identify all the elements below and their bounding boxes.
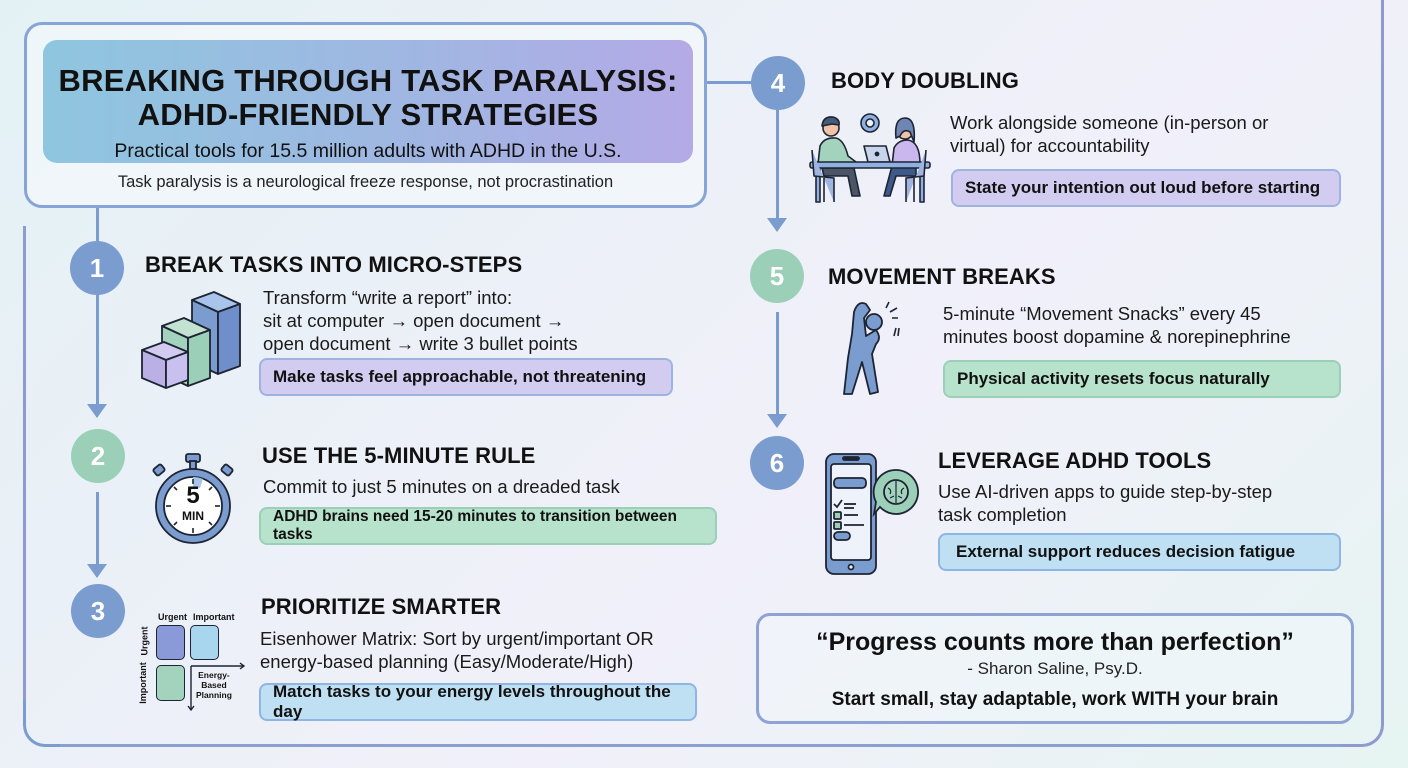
stopwatch-icon: 5 MIN	[148, 452, 238, 544]
stopwatch-unit: MIN	[182, 509, 204, 523]
desc-line: Eisenhower Matrix: Sort by urgent/import…	[260, 628, 654, 649]
coworking-people-icon	[809, 113, 931, 203]
quote-card: “Progress counts more than perfection” -…	[756, 613, 1354, 724]
desc-line: Use AI-driven apps to guide step-by-step	[938, 481, 1273, 502]
connector-2-to-3	[96, 492, 99, 566]
header-card: BREAKING THROUGH TASK PARALYSIS: ADHD-FR…	[24, 22, 707, 208]
stacked-blocks-icon	[141, 291, 241, 389]
step-6-tip: External support reduces decision fatigu…	[938, 533, 1341, 571]
axis-line: Planning	[196, 690, 232, 700]
step-2-tip: ADHD brains need 15-20 minutes to transi…	[259, 507, 717, 545]
quote-text: “Progress counts more than perfection”	[816, 628, 1294, 656]
header-banner: BREAKING THROUGH TASK PARALYSIS: ADHD-FR…	[43, 40, 693, 163]
step-3-badge: 3	[71, 584, 125, 638]
step-5-tip: Physical activity resets focus naturally	[943, 360, 1341, 398]
frame-bottom-left-corner	[23, 700, 63, 747]
arrow-down-icon	[87, 564, 107, 578]
step-6-title: LEVERAGE ADHD TOOLS	[938, 448, 1212, 473]
arrow-down-icon	[767, 218, 787, 232]
desc-line: Commit to just 5 minutes on a dreaded ta…	[263, 476, 620, 497]
page-title: BREAKING THROUGH TASK PARALYSIS: ADHD-FR…	[43, 64, 693, 132]
step-3-title: PRIORITIZE SMARTER	[261, 594, 502, 619]
matrix-cell	[156, 665, 185, 701]
step-1-tip: Make tasks feel approachable, not threat…	[259, 358, 673, 396]
desc-line: minutes boost dopamine & norepinephrine	[943, 326, 1291, 347]
step-6-badge: 6	[750, 436, 804, 490]
arrow-down-icon	[767, 414, 787, 428]
step-2-title: USE THE 5-MINUTE RULE	[262, 443, 536, 468]
desc-line: task completion	[938, 504, 1067, 525]
step-4-title: BODY DOUBLING	[831, 68, 1019, 93]
step-2-badge: 2	[71, 429, 125, 483]
desc-line: Work alongside someone (in-person or	[950, 112, 1269, 133]
step-5-badge: 5	[750, 249, 804, 303]
step-4-badge: 4	[751, 56, 805, 110]
step-4-tip: State your intention out loud before sta…	[951, 169, 1341, 207]
frame-left-line	[23, 226, 26, 726]
matrix-col-urgent: Urgent	[158, 612, 187, 622]
stretching-person-icon	[843, 301, 900, 395]
quote-author: - Sharon Saline, Psy.D.	[967, 659, 1143, 678]
arrow-down-icon	[87, 404, 107, 418]
frame-right-line	[1381, 0, 1384, 705]
desc-line: Transform “write a report” into:	[263, 287, 513, 308]
matrix-axis-label: Energy- Based Planning	[196, 670, 232, 700]
step-3-tip: Match tasks to your energy levels throug…	[259, 682, 697, 721]
matrix-col-important: Important	[193, 612, 235, 622]
axis-line: Energy-	[198, 670, 230, 680]
step-4-description: Work alongside someone (in-person or vir…	[950, 111, 1268, 157]
desc-line: virtual) for accountability	[950, 135, 1150, 156]
connector-4-to-5	[776, 108, 779, 220]
frame-bottom-line	[60, 744, 1350, 747]
phone-brain-app-icon	[825, 453, 919, 575]
axis-line: Based	[201, 680, 227, 690]
step-1-badge: 1	[70, 241, 124, 295]
desc-line: sit at computer → open document →	[263, 310, 565, 331]
quote-tagline: Start small, stay adaptable, work WITH y…	[831, 689, 1279, 710]
desc-line: energy-based planning (Easy/Moderate/Hig…	[260, 651, 634, 672]
stopwatch-number: 5	[186, 482, 200, 509]
step-2-description: Commit to just 5 minutes on a dreaded ta…	[263, 475, 620, 498]
step-6-description: Use AI-driven apps to guide step-by-step…	[938, 480, 1272, 526]
connector-1-to-2	[96, 292, 99, 404]
connector-header-to-1	[96, 208, 99, 248]
frame-bottom-right-corner	[1340, 700, 1384, 747]
matrix-cell	[156, 625, 185, 660]
matrix-cell	[190, 625, 219, 660]
title-line-1: BREAKING THROUGH TASK PARALYSIS:	[58, 63, 678, 98]
page-subtitle: Practical tools for 15.5 million adults …	[114, 140, 622, 162]
desc-line: 5-minute “Movement Snacks” every 45	[943, 303, 1261, 324]
connector-header-to-4	[707, 81, 753, 84]
step-5-title: MOVEMENT BREAKS	[828, 264, 1056, 289]
eisenhower-matrix-icon: Urgent Important Urgent Important Energy…	[138, 612, 250, 714]
desc-line: open document → write 3 bullet points	[263, 333, 578, 354]
step-1-description: Transform “write a report” into: sit at …	[263, 286, 578, 355]
header-note: Task paralysis is a neurological freeze …	[117, 173, 614, 191]
title-line-2: ADHD-FRIENDLY STRATEGIES	[137, 97, 599, 132]
connector-5-to-6	[776, 312, 779, 416]
step-1-title: BREAK TASKS INTO MICRO-STEPS	[145, 252, 523, 277]
step-5-description: 5-minute “Movement Snacks” every 45 minu…	[943, 302, 1291, 348]
step-3-description: Eisenhower Matrix: Sort by urgent/import…	[260, 627, 654, 673]
